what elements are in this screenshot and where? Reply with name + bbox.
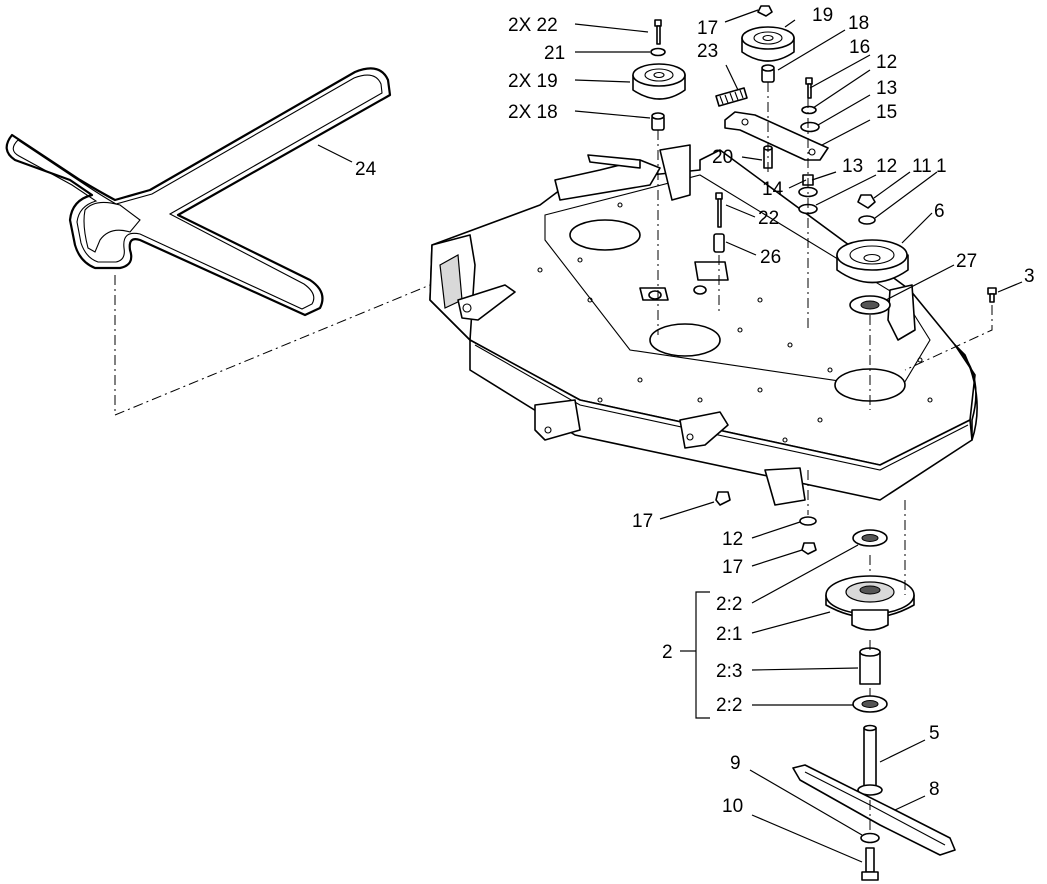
part-19-pulley-top bbox=[741, 26, 795, 62]
part-5-spindle-shaft bbox=[857, 724, 883, 796]
callout-10: 10 bbox=[722, 796, 743, 817]
callout-12-lower: 12 bbox=[722, 529, 743, 550]
assembly-centerlines bbox=[114, 82, 993, 832]
part-2-3-spacer-tube bbox=[859, 647, 881, 685]
callout-1: 1 bbox=[936, 156, 947, 177]
callout-9: 9 bbox=[730, 753, 741, 774]
callout-21: 21 bbox=[544, 43, 565, 64]
part-2-2-lower-bearing bbox=[852, 695, 888, 713]
part-23-spring bbox=[715, 87, 748, 107]
callout-12-top: 12 bbox=[876, 52, 897, 73]
drive-belt bbox=[5, 67, 392, 317]
part-10-blade-bolt bbox=[861, 847, 879, 881]
callout-2x18: 2X 18 bbox=[508, 102, 558, 123]
callout-17-top: 17 bbox=[697, 18, 718, 39]
callout-22-mid: 22 bbox=[758, 208, 779, 229]
part-11-nut bbox=[857, 194, 876, 209]
callout-14: 14 bbox=[762, 179, 784, 200]
callout-6: 6 bbox=[934, 201, 945, 222]
callout-leaders bbox=[317, 9, 1023, 863]
callout-labels: 2X 22 21 2X 19 2X 18 17 19 18 23 16 12 1… bbox=[355, 5, 1035, 817]
callout-17-lower: 17 bbox=[722, 557, 743, 578]
callout-2-3: 2:3 bbox=[716, 661, 742, 682]
callout-24: 24 bbox=[355, 159, 377, 180]
callout-2x22: 2X 22 bbox=[508, 15, 558, 36]
mower-deck bbox=[429, 144, 978, 506]
part-19-idler-pulley bbox=[632, 63, 686, 100]
part-2-2-upper-bearing bbox=[852, 529, 888, 547]
callout-23: 23 bbox=[697, 41, 718, 62]
part-9-washer bbox=[860, 832, 880, 844]
part-22-bolt bbox=[654, 19, 662, 45]
part-3-screw bbox=[987, 287, 997, 303]
callout-17-lower-left: 17 bbox=[632, 511, 653, 532]
part-21-washer bbox=[650, 47, 666, 57]
callout-26: 26 bbox=[760, 247, 781, 268]
callout-5: 5 bbox=[929, 723, 940, 744]
part-13-washer-top bbox=[800, 121, 820, 133]
part-1-washer bbox=[858, 215, 876, 225]
part-26-spacer bbox=[713, 233, 725, 253]
part-17-nut-lower bbox=[801, 542, 817, 555]
callout-12-mid: 12 bbox=[876, 156, 897, 177]
callout-11: 11 bbox=[912, 156, 932, 177]
callout-20: 20 bbox=[712, 147, 733, 168]
callout-3: 3 bbox=[1024, 266, 1035, 287]
callout-2x19: 2X 19 bbox=[508, 71, 558, 92]
callout-2: 2 bbox=[662, 642, 673, 663]
part-18-spacer-top bbox=[761, 64, 775, 83]
part-22-bolt-mid bbox=[715, 192, 723, 228]
callout-19-top: 19 bbox=[812, 5, 833, 26]
part-27-bearing bbox=[849, 295, 891, 315]
callout-16: 16 bbox=[849, 37, 870, 58]
part-17-nut-lower-left bbox=[715, 491, 731, 506]
part-16-bolt bbox=[805, 77, 813, 99]
callout-13-mid: 13 bbox=[842, 156, 863, 177]
callout-13-top: 13 bbox=[876, 78, 897, 99]
part-15-idler-arm bbox=[724, 111, 829, 161]
callout-2-1: 2:1 bbox=[716, 624, 742, 645]
part-18-spacer bbox=[651, 112, 665, 131]
callout-2-2-lower: 2:2 bbox=[716, 695, 742, 716]
part-2-1-spindle-housing bbox=[825, 575, 915, 631]
callout-8: 8 bbox=[929, 779, 940, 800]
part-12-washer-lower bbox=[799, 516, 817, 526]
callout-2-2-upper: 2:2 bbox=[716, 594, 742, 615]
callout-27: 27 bbox=[956, 251, 977, 272]
callout-15: 15 bbox=[876, 102, 897, 123]
part-6-spindle-pulley bbox=[836, 239, 909, 284]
part-17-nut-top bbox=[757, 5, 773, 17]
callout-18-top: 18 bbox=[848, 13, 869, 34]
part-12-washer-top bbox=[801, 105, 817, 115]
